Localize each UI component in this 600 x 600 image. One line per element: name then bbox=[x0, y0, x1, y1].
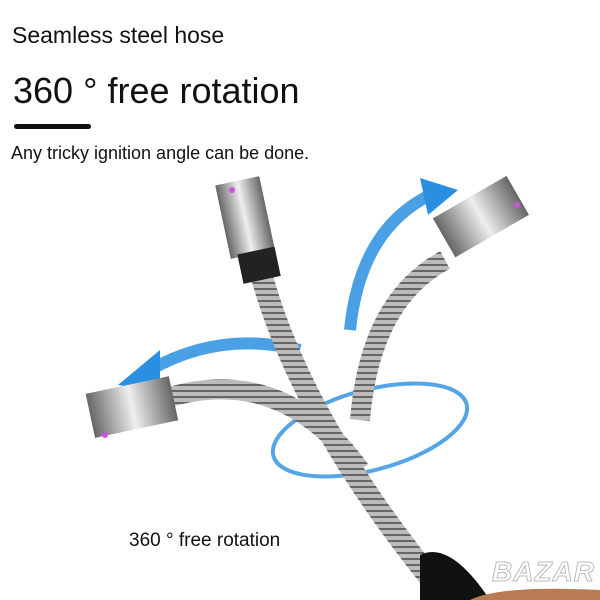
caption: 360 ° free rotation bbox=[129, 530, 281, 551]
subtitle: Any tricky ignition angle can be done. bbox=[11, 143, 310, 163]
lighter-head-left bbox=[85, 376, 179, 438]
lighter-head-top bbox=[215, 176, 281, 284]
title: 360 ° free rotation bbox=[13, 70, 300, 111]
rotation-arrow-right-icon bbox=[344, 178, 458, 331]
watermark-logo: BAZAR bbox=[492, 556, 595, 588]
lighter-handle bbox=[420, 552, 490, 600]
title-underline bbox=[14, 124, 91, 129]
lighter-head-right bbox=[432, 175, 529, 258]
heading: Seamless steel hose bbox=[12, 22, 225, 48]
